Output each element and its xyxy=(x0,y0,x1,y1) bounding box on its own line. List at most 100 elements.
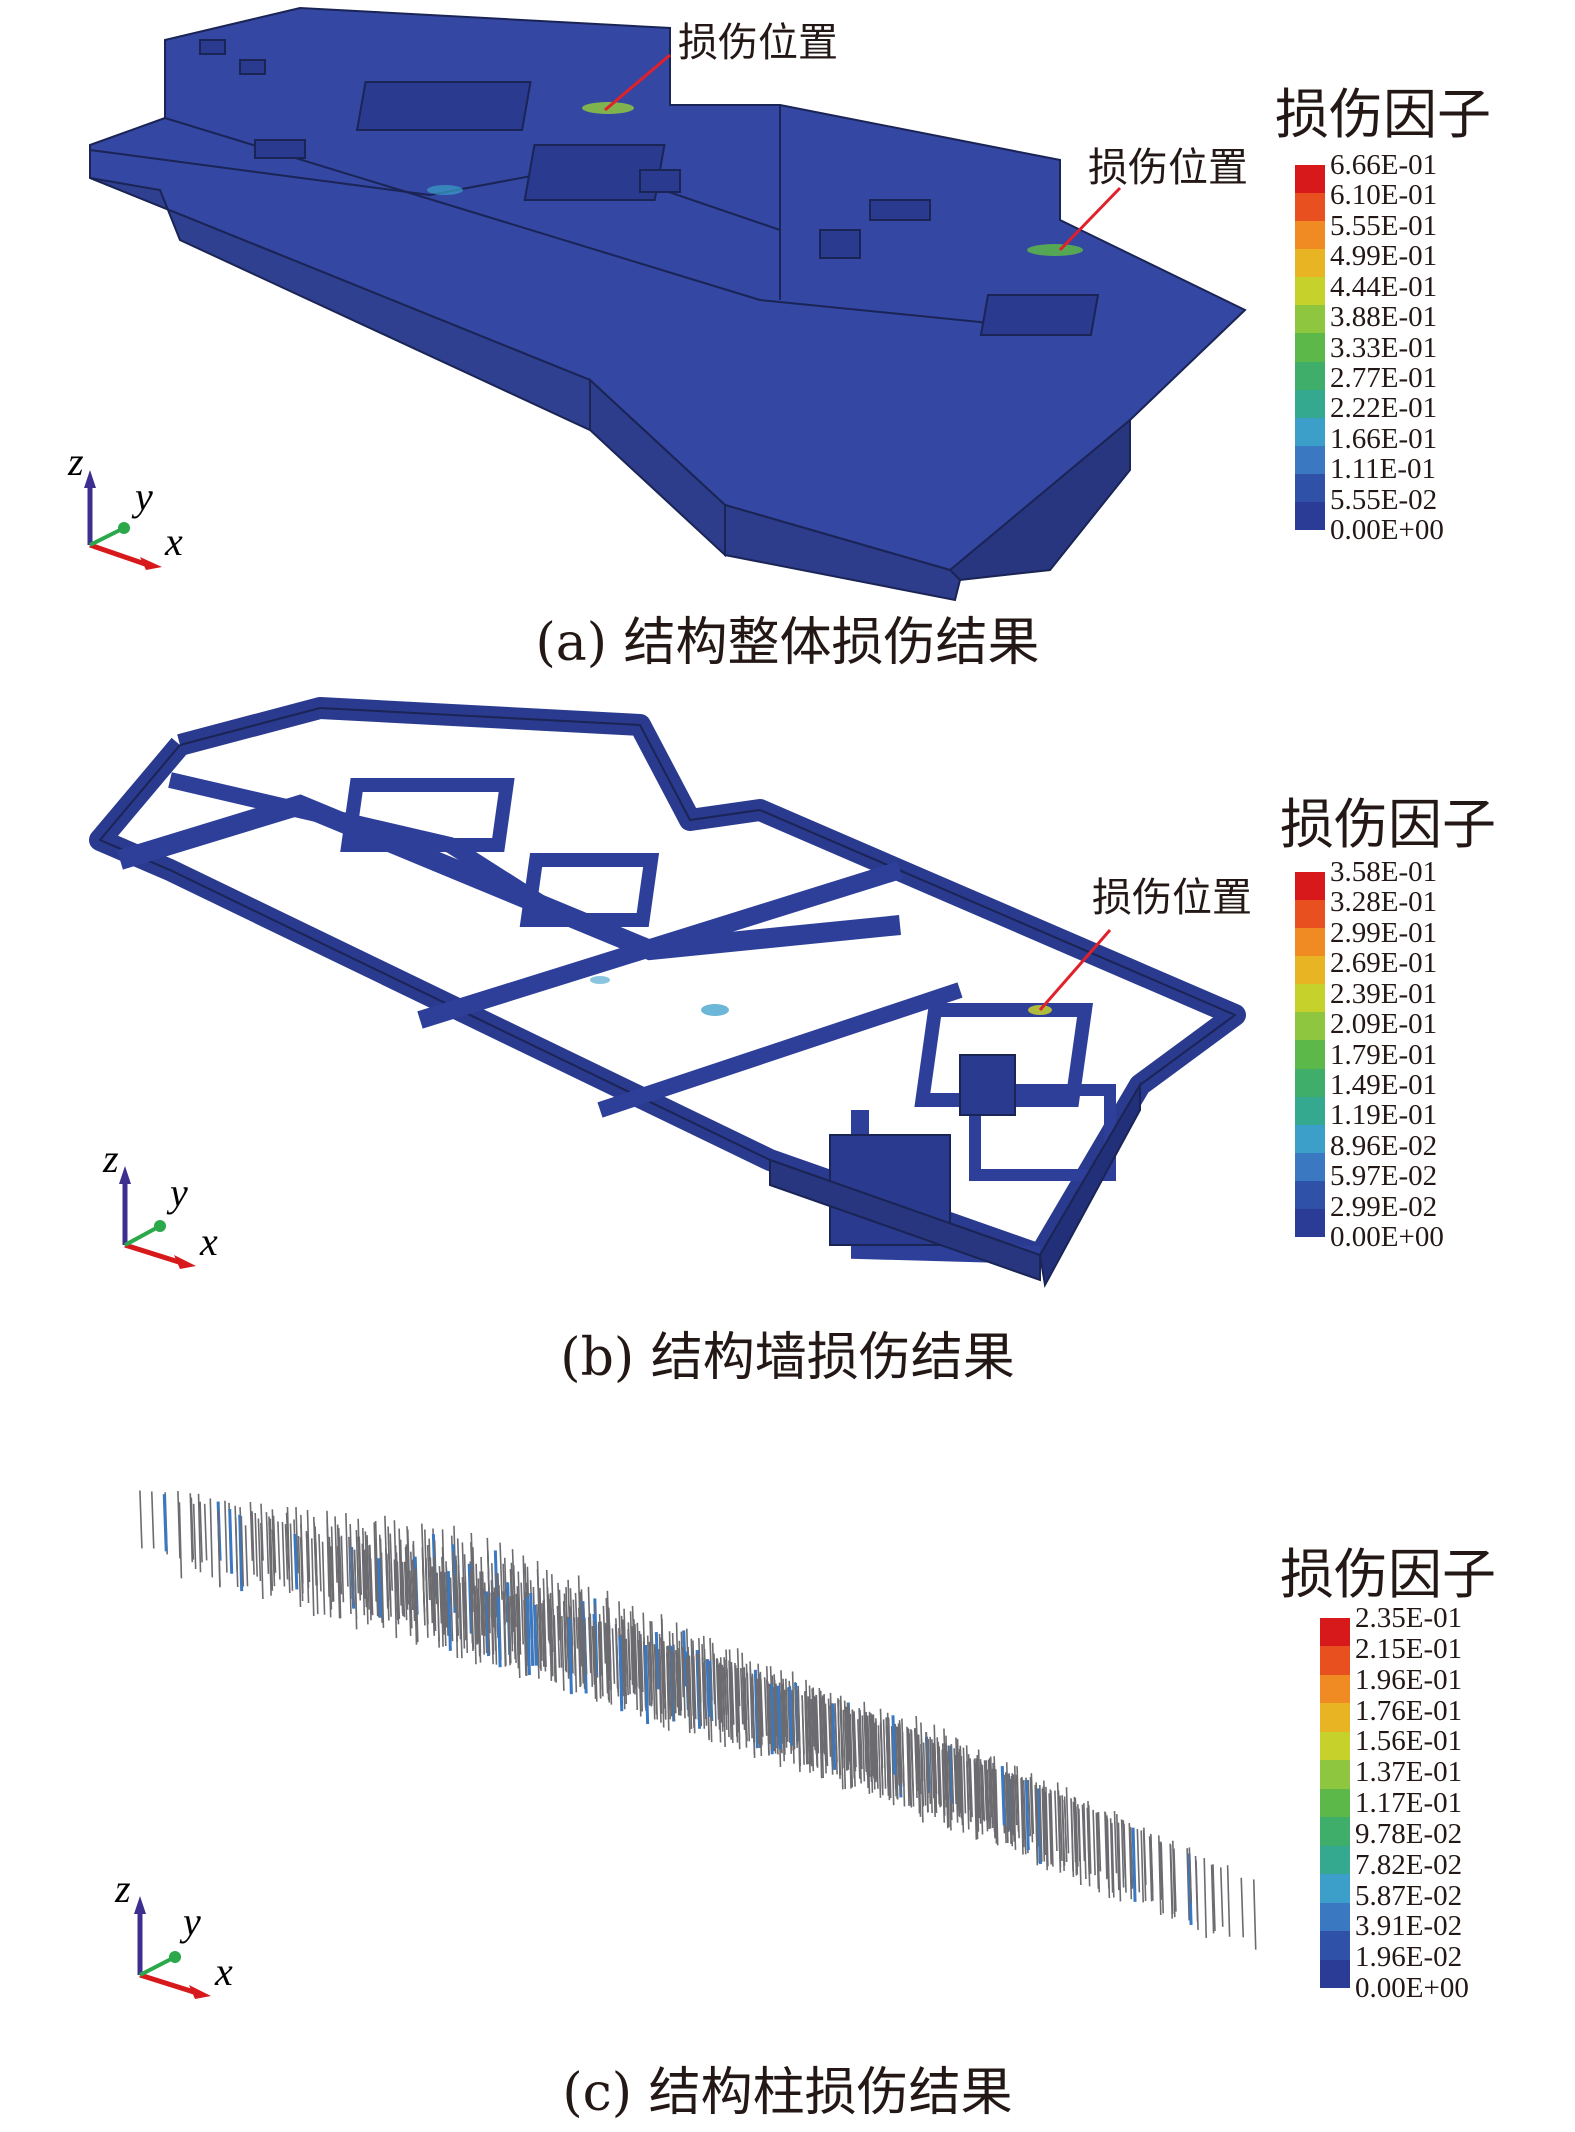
column-element xyxy=(1087,1805,1092,1874)
column-element xyxy=(1013,1765,1018,1826)
column-element xyxy=(746,1672,751,1742)
column-element xyxy=(844,1709,848,1771)
column-element xyxy=(604,1622,609,1694)
column-element xyxy=(1029,1777,1034,1843)
column-element xyxy=(651,1644,656,1720)
column-element xyxy=(1020,1777,1024,1855)
column-element xyxy=(574,1592,579,1649)
column-element xyxy=(794,1687,798,1748)
column-element xyxy=(1041,1788,1046,1862)
column-element xyxy=(328,1536,333,1610)
legend-tick-label: 3.91E-02 xyxy=(1355,1910,1463,1943)
legend-swatch xyxy=(1295,249,1325,278)
column-element xyxy=(536,1604,540,1679)
column-element xyxy=(692,1656,697,1720)
column-element xyxy=(464,1575,469,1653)
column-element xyxy=(376,1559,380,1618)
column-element xyxy=(849,1713,854,1788)
column-element xyxy=(627,1629,631,1695)
column-element xyxy=(366,1535,370,1610)
column-element xyxy=(414,1567,419,1643)
column-element xyxy=(401,1561,406,1618)
legend-tick-label: 5.55E-02 xyxy=(1330,483,1438,516)
column-element xyxy=(688,1655,693,1729)
column-element xyxy=(1021,1779,1025,1840)
legend-tick-label: 4.99E-01 xyxy=(1330,240,1438,273)
legend-tick-label: 1.37E-01 xyxy=(1355,1756,1463,1789)
column-element xyxy=(1092,1809,1096,1876)
column-element xyxy=(249,1501,254,1561)
column-element xyxy=(463,1582,467,1641)
column-element xyxy=(490,1563,495,1628)
axis-z-label: z xyxy=(102,1136,119,1181)
column-element xyxy=(508,1596,512,1664)
column-element xyxy=(592,1621,597,1699)
column-element xyxy=(411,1559,416,1622)
column-element xyxy=(1169,1844,1174,1915)
legend-swatch xyxy=(1295,1152,1325,1181)
column-element xyxy=(567,1618,573,1695)
legend-swatch xyxy=(1320,1902,1350,1932)
legend-swatch xyxy=(1295,900,1325,929)
column-element xyxy=(1123,1823,1127,1893)
column-element xyxy=(682,1646,686,1719)
axis-x-label: x xyxy=(214,1949,233,1994)
legend-swatch xyxy=(1320,1845,1350,1875)
column-element xyxy=(470,1582,475,1650)
legend-swatch xyxy=(1295,165,1325,194)
column-element xyxy=(815,1694,820,1754)
column-element xyxy=(852,1715,856,1787)
column-element xyxy=(234,1517,239,1588)
column-element xyxy=(150,1491,155,1549)
column-element xyxy=(811,1688,815,1747)
column-element xyxy=(306,1510,311,1583)
column-element xyxy=(499,1542,503,1600)
column-element xyxy=(936,1737,941,1805)
column-element xyxy=(1097,1811,1102,1872)
column-element xyxy=(510,1562,515,1633)
column-element xyxy=(257,1518,262,1582)
column-element xyxy=(839,1699,843,1757)
column-element xyxy=(388,1556,392,1617)
column-element xyxy=(845,1707,849,1769)
column-element xyxy=(1109,1818,1114,1893)
column-element xyxy=(753,1669,759,1749)
column-element xyxy=(594,1626,598,1702)
column-element xyxy=(723,1659,728,1730)
legend-tick-label: 6.66E-01 xyxy=(1330,149,1438,181)
wall-structure-model: z y x xyxy=(89,697,1246,1289)
axis-x-label: x xyxy=(164,519,183,564)
column-element xyxy=(814,1697,819,1768)
column-element xyxy=(345,1513,349,1587)
column-element xyxy=(1036,1788,1042,1865)
column-element xyxy=(772,1687,777,1754)
column-element xyxy=(639,1636,644,1712)
column-element xyxy=(829,1702,834,1775)
column-element xyxy=(842,1709,847,1790)
column-element xyxy=(516,1602,521,1678)
column-element xyxy=(981,1764,986,1822)
column-element xyxy=(490,1592,494,1665)
column-element xyxy=(203,1503,208,1561)
column-element xyxy=(432,1556,437,1632)
column-element xyxy=(533,1604,539,1666)
legend-tick-label: 2.99E-02 xyxy=(1330,1190,1438,1223)
legend-tick-label: 2.69E-01 xyxy=(1330,947,1438,980)
column-element xyxy=(1005,1762,1010,1832)
column-element xyxy=(1226,1865,1231,1937)
legend-title-c: 损伤因子 xyxy=(1280,1543,1496,1606)
column-element xyxy=(369,1558,374,1616)
column-element xyxy=(373,1522,377,1602)
column-element xyxy=(299,1537,304,1602)
column-element xyxy=(824,1703,829,1767)
legend-tick-label: 2.22E-01 xyxy=(1330,392,1438,425)
column-element xyxy=(751,1678,756,1759)
column-element xyxy=(1027,1780,1032,1837)
column-element xyxy=(327,1542,332,1618)
column-element xyxy=(779,1691,783,1754)
column-element xyxy=(986,1769,990,1830)
column-element xyxy=(698,1660,703,1727)
legend-tick-label: 0.00E+00 xyxy=(1330,1221,1444,1253)
column-element xyxy=(542,1612,547,1672)
